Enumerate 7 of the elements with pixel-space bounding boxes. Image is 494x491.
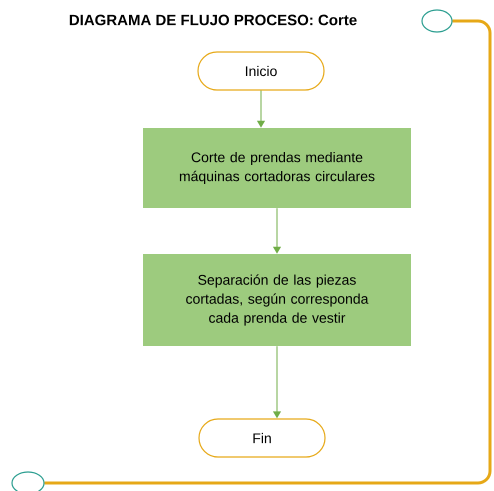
terminal-box: Fin [198,418,326,458]
process-box: Separación de las piezas cortadas, según corresponda cada prenda de vestir [143,254,411,346]
title: DIAGRAMA DE FLUJO PROCESO: Corte [70,14,357,26]
process-box: Corte de prendas mediante máquinas cortadoras circulares [143,128,411,208]
terminal-box: Inicio [197,51,325,91]
circle [421,9,453,33]
connector-line [44,20,492,484]
